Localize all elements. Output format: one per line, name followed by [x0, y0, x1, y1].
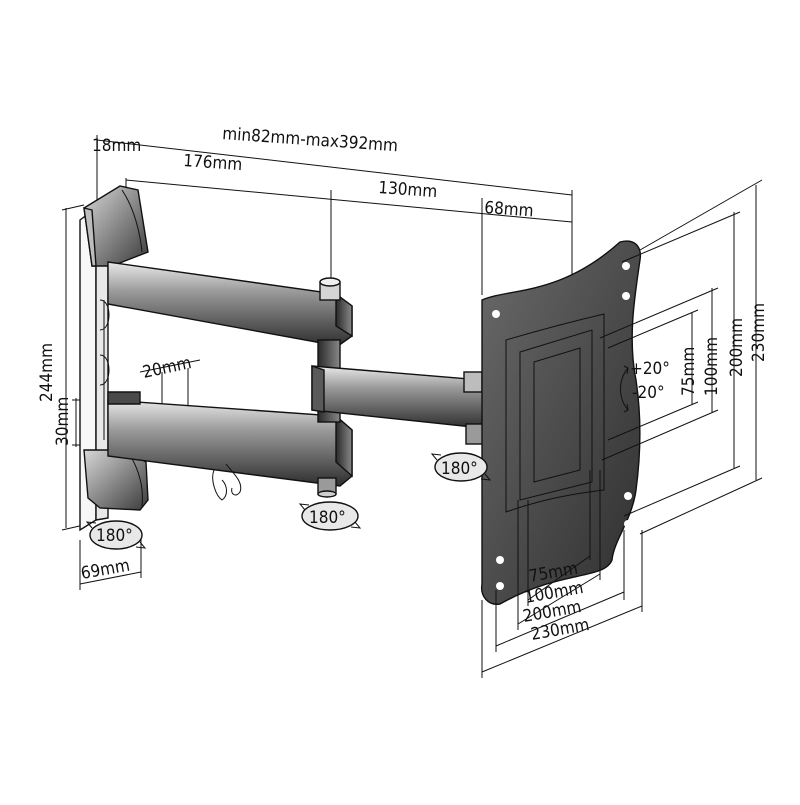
label-arm-swivel: 180° [309, 508, 346, 528]
swivel-badge-head [430, 452, 492, 482]
label-arm-short: 130mm [378, 178, 438, 202]
top-dimension-lines [96, 135, 573, 305]
label-wall-swivel: 180° [96, 526, 133, 546]
label-min-max-extension: min82mm-max392mm [222, 124, 399, 156]
vesa-horizontal-dimension-lines [481, 470, 643, 678]
vesa-vertical-dimension-lines [599, 179, 763, 535]
label-wall-height: 244mm [37, 343, 57, 402]
tilt-arrows [620, 365, 629, 413]
cable-clips [212, 463, 242, 501]
swivel-badge-wall [85, 520, 147, 550]
label-vesa-v-200: 200mm [727, 318, 747, 377]
label-wall-depth: 69mm [79, 556, 131, 584]
label-tilt-up: +20° [630, 359, 670, 379]
label-vesa-v-75: 75mm [679, 347, 699, 396]
label-arm-long: 176mm [183, 151, 243, 175]
wall-cap-top [83, 185, 149, 267]
upper-arm [107, 261, 353, 347]
left-dimension-lines [61, 204, 201, 590]
label-vesa-v-230: 230mm [749, 303, 769, 362]
label-head-swivel: 180° [441, 459, 478, 479]
label-arm-gap: 20mm [141, 353, 193, 383]
swivel-badge-arm [298, 501, 362, 531]
label-tilt-down: -20° [632, 383, 665, 403]
label-wall-inner-offset: 30mm [53, 397, 73, 446]
label-head-offset: 68mm [484, 198, 535, 221]
label-wall-plate-offset: 18mm [92, 136, 141, 156]
label-vesa-v-100: 100mm [702, 337, 722, 396]
tv-plate-holes [492, 262, 632, 590]
tv-mounting-plate [481, 240, 642, 605]
